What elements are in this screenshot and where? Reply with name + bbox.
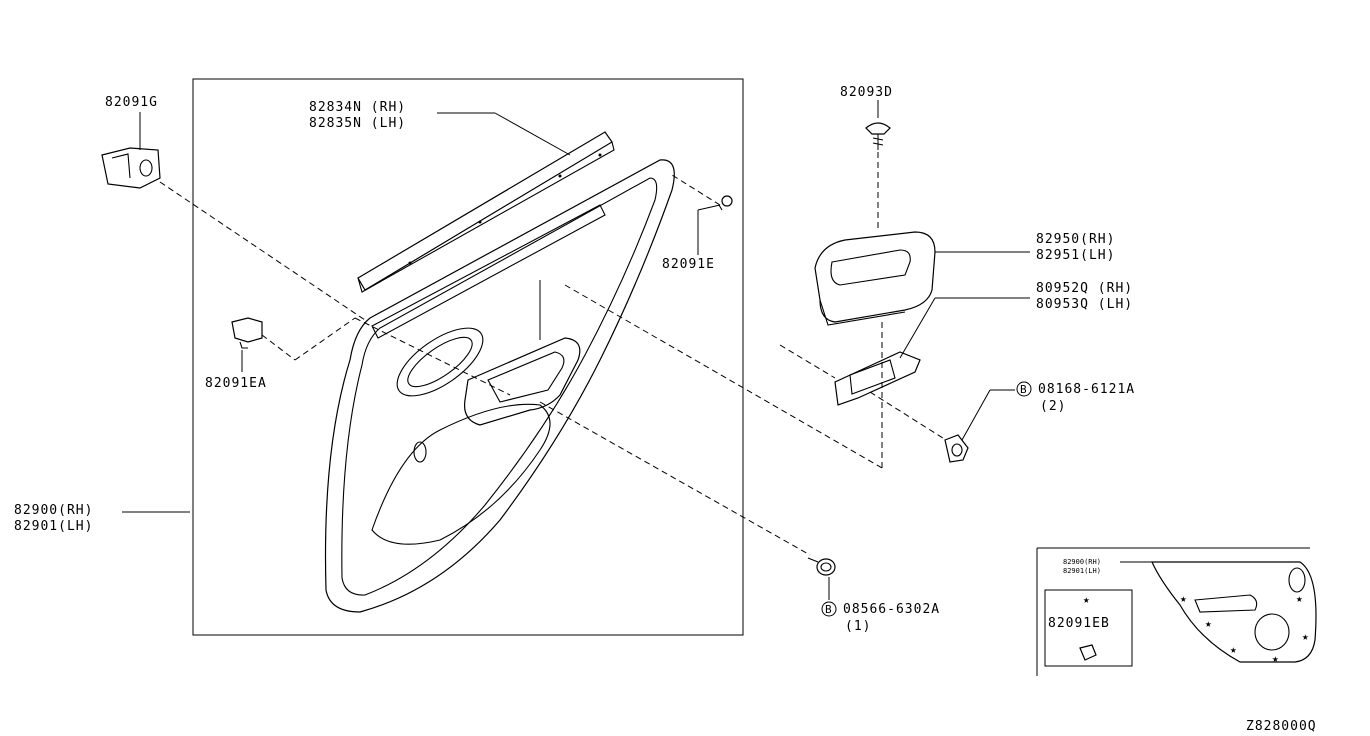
screw-82093d-icon — [865, 122, 891, 150]
door-finisher-panel — [324, 159, 675, 613]
svg-text:★: ★ — [1272, 652, 1279, 665]
label-08566-6302a: 08566-6302A — [843, 602, 940, 617]
label-82950-rh: 82950(RH) — [1036, 232, 1115, 247]
svg-text:★: ★ — [1302, 630, 1309, 643]
inset-clip-star: ★ — [1083, 593, 1090, 606]
inset-clip-box — [1044, 589, 1133, 667]
part-labels: 82091G 82834N (RH) 82835N (LH) 82091E 82… — [14, 85, 1135, 634]
inset-clip-icon — [1079, 644, 1097, 661]
assembly-frame — [192, 78, 744, 636]
svg-text:★: ★ — [1296, 592, 1303, 605]
inset-lh-label: 82901(LH) — [1063, 567, 1101, 575]
label-82835n-lh: 82835N (LH) — [309, 116, 406, 131]
handle-bracket — [834, 351, 921, 406]
label-82901-lh: 82901(LH) — [14, 519, 93, 534]
label-82091ea: 82091EA — [205, 376, 267, 391]
label-82091g: 82091G — [105, 95, 158, 110]
inset-detail: ★ 82091EB 82900(RH) 82901(LH) ★ ★ ★ ★ ★ … — [1036, 547, 1317, 676]
label-82091e: 82091E — [662, 257, 715, 272]
svg-text:★: ★ — [1205, 617, 1212, 630]
inset-clip-label: 82091EB — [1048, 616, 1110, 631]
label-80953q-lh: 80953Q (LH) — [1036, 297, 1133, 312]
bolt-08168-icon — [944, 434, 969, 463]
bolt-marker-1: B — [1020, 383, 1027, 396]
inset-rh-label: 82900(RH) — [1063, 558, 1101, 566]
label-80952q-rh: 80952Q (RH) — [1036, 281, 1133, 296]
door-weatherstrip — [357, 131, 615, 293]
inset-panel-icon — [1151, 561, 1317, 663]
svg-text:★: ★ — [1230, 643, 1237, 656]
svg-text:★: ★ — [1180, 592, 1187, 605]
diagram-id: Z828000Q — [1246, 719, 1317, 734]
bolt-08566-icon — [807, 557, 836, 576]
label-82900-rh: 82900(RH) — [14, 503, 93, 518]
clip-82091g-icon — [101, 147, 161, 189]
leader-lines — [122, 100, 1030, 600]
clip-82091e-icon — [718, 195, 733, 211]
label-82951-lh: 82951(LH) — [1036, 248, 1115, 263]
label-08168-6121a: 08168-6121A — [1038, 382, 1135, 397]
label-82834n-rh: 82834N (RH) — [309, 100, 406, 115]
assembly-dashed-lines — [159, 152, 947, 556]
pull-handle — [814, 231, 936, 326]
label-08168-qty: (2) — [1040, 399, 1066, 414]
bolt-marker-2: B — [825, 603, 832, 616]
label-08566-qty: (1) — [845, 619, 871, 634]
clip-82091ea-icon — [231, 317, 263, 349]
label-82093d: 82093D — [840, 85, 893, 100]
